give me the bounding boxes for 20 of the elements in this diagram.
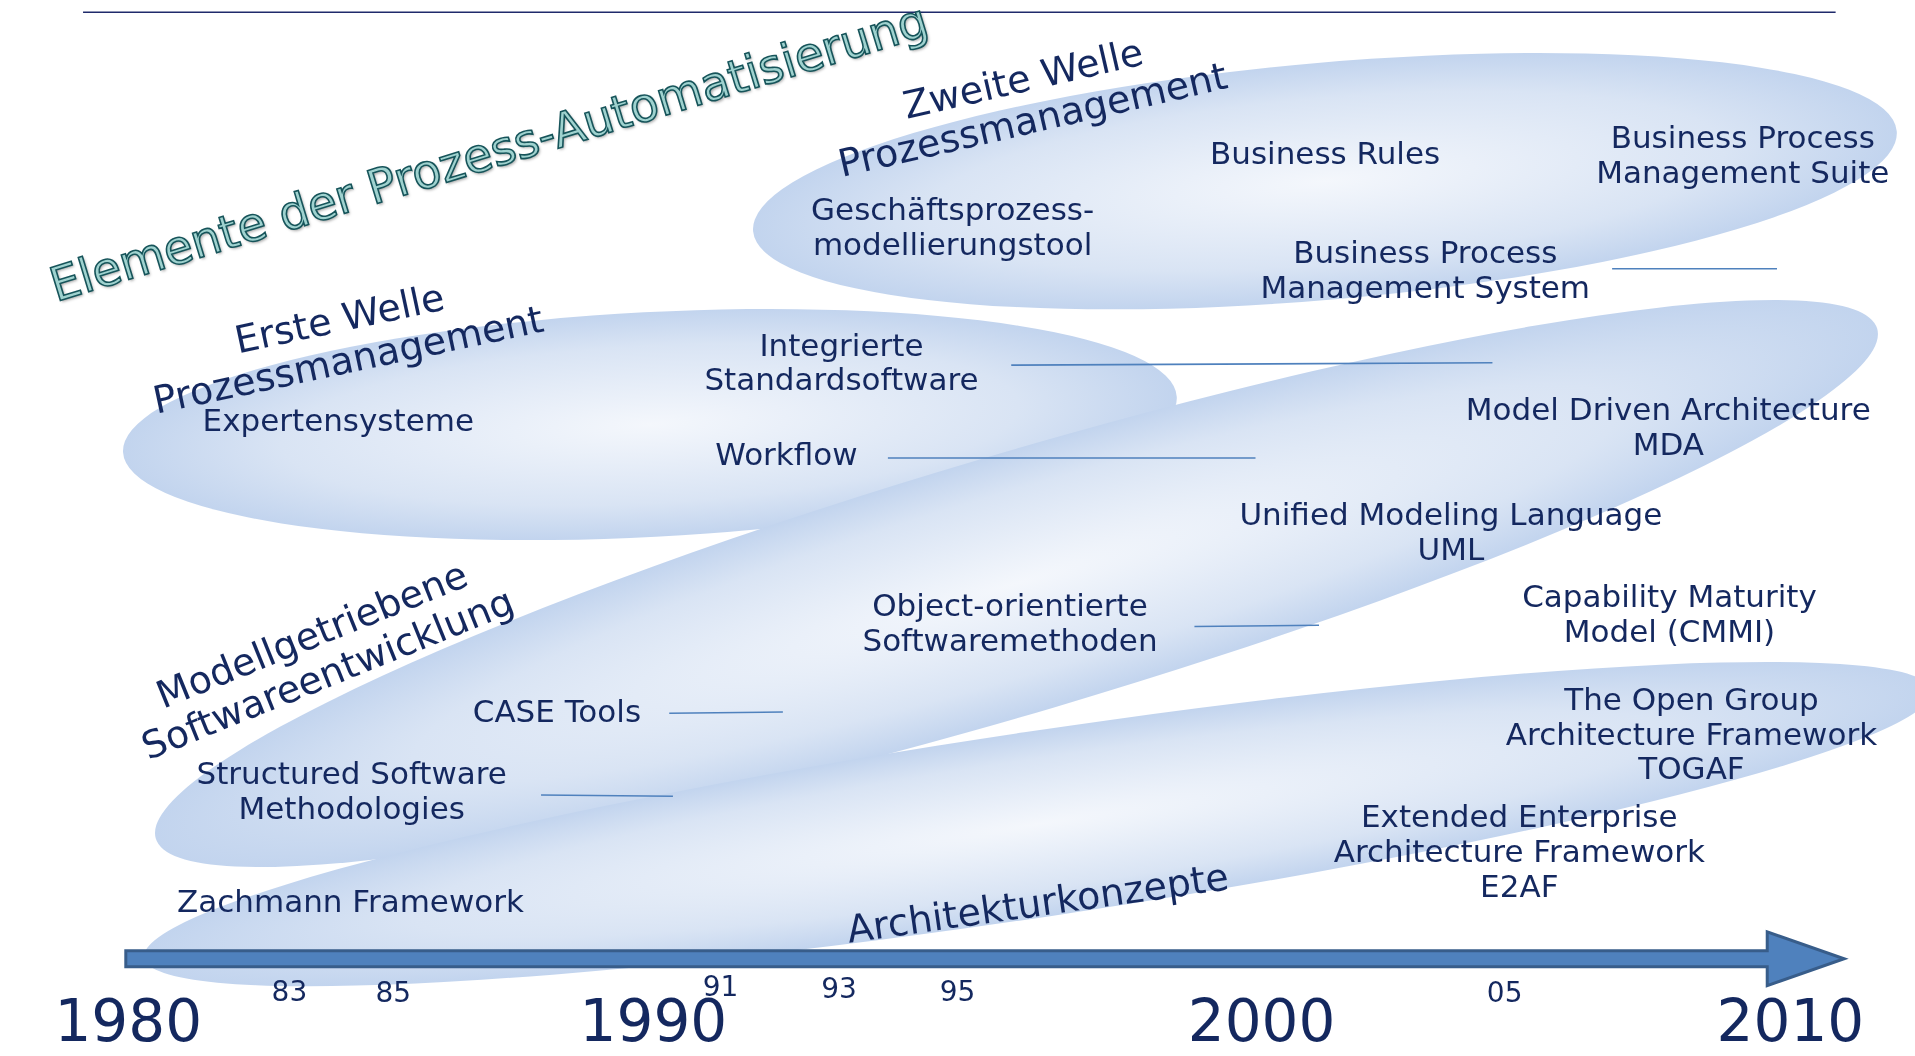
year-label: 83 [271, 977, 308, 1006]
timeline-item: Capability Maturity Model (CMMI) [1521, 579, 1818, 650]
year-label: 85 [375, 978, 412, 1007]
timeline-item: Integrierte Standardsoftware [676, 328, 1007, 398]
timeline-item: Model Driven Architecture MDA [1433, 392, 1904, 463]
timeline-item: Business Process Management Suite [1572, 120, 1913, 190]
year-label: 2010 [1716, 992, 1865, 1050]
timeline-item: Object-orientierte Softwaremethoden [835, 588, 1185, 658]
timeline-item: Zachmann Framework [177, 883, 524, 919]
year-label: 95 [939, 977, 976, 1006]
timeline-item: Unified Modeling Language UML [1215, 497, 1686, 568]
year-label: 93 [821, 975, 857, 1004]
timeline-item: Workflow [715, 436, 858, 472]
year-label: 2000 [1187, 992, 1336, 1050]
timeline-item: Extended Enterprise Architecture Framework E2AF [1309, 799, 1730, 904]
timeline-item: Business Process Management System [1250, 235, 1601, 305]
year-label: 1980 [54, 992, 203, 1050]
timeline-item: The Open Group Architecture Framework TOGAF [1481, 681, 1902, 787]
year-label: 05 [1486, 978, 1523, 1007]
timeline-item: Structured Software Methodologies [169, 756, 535, 827]
